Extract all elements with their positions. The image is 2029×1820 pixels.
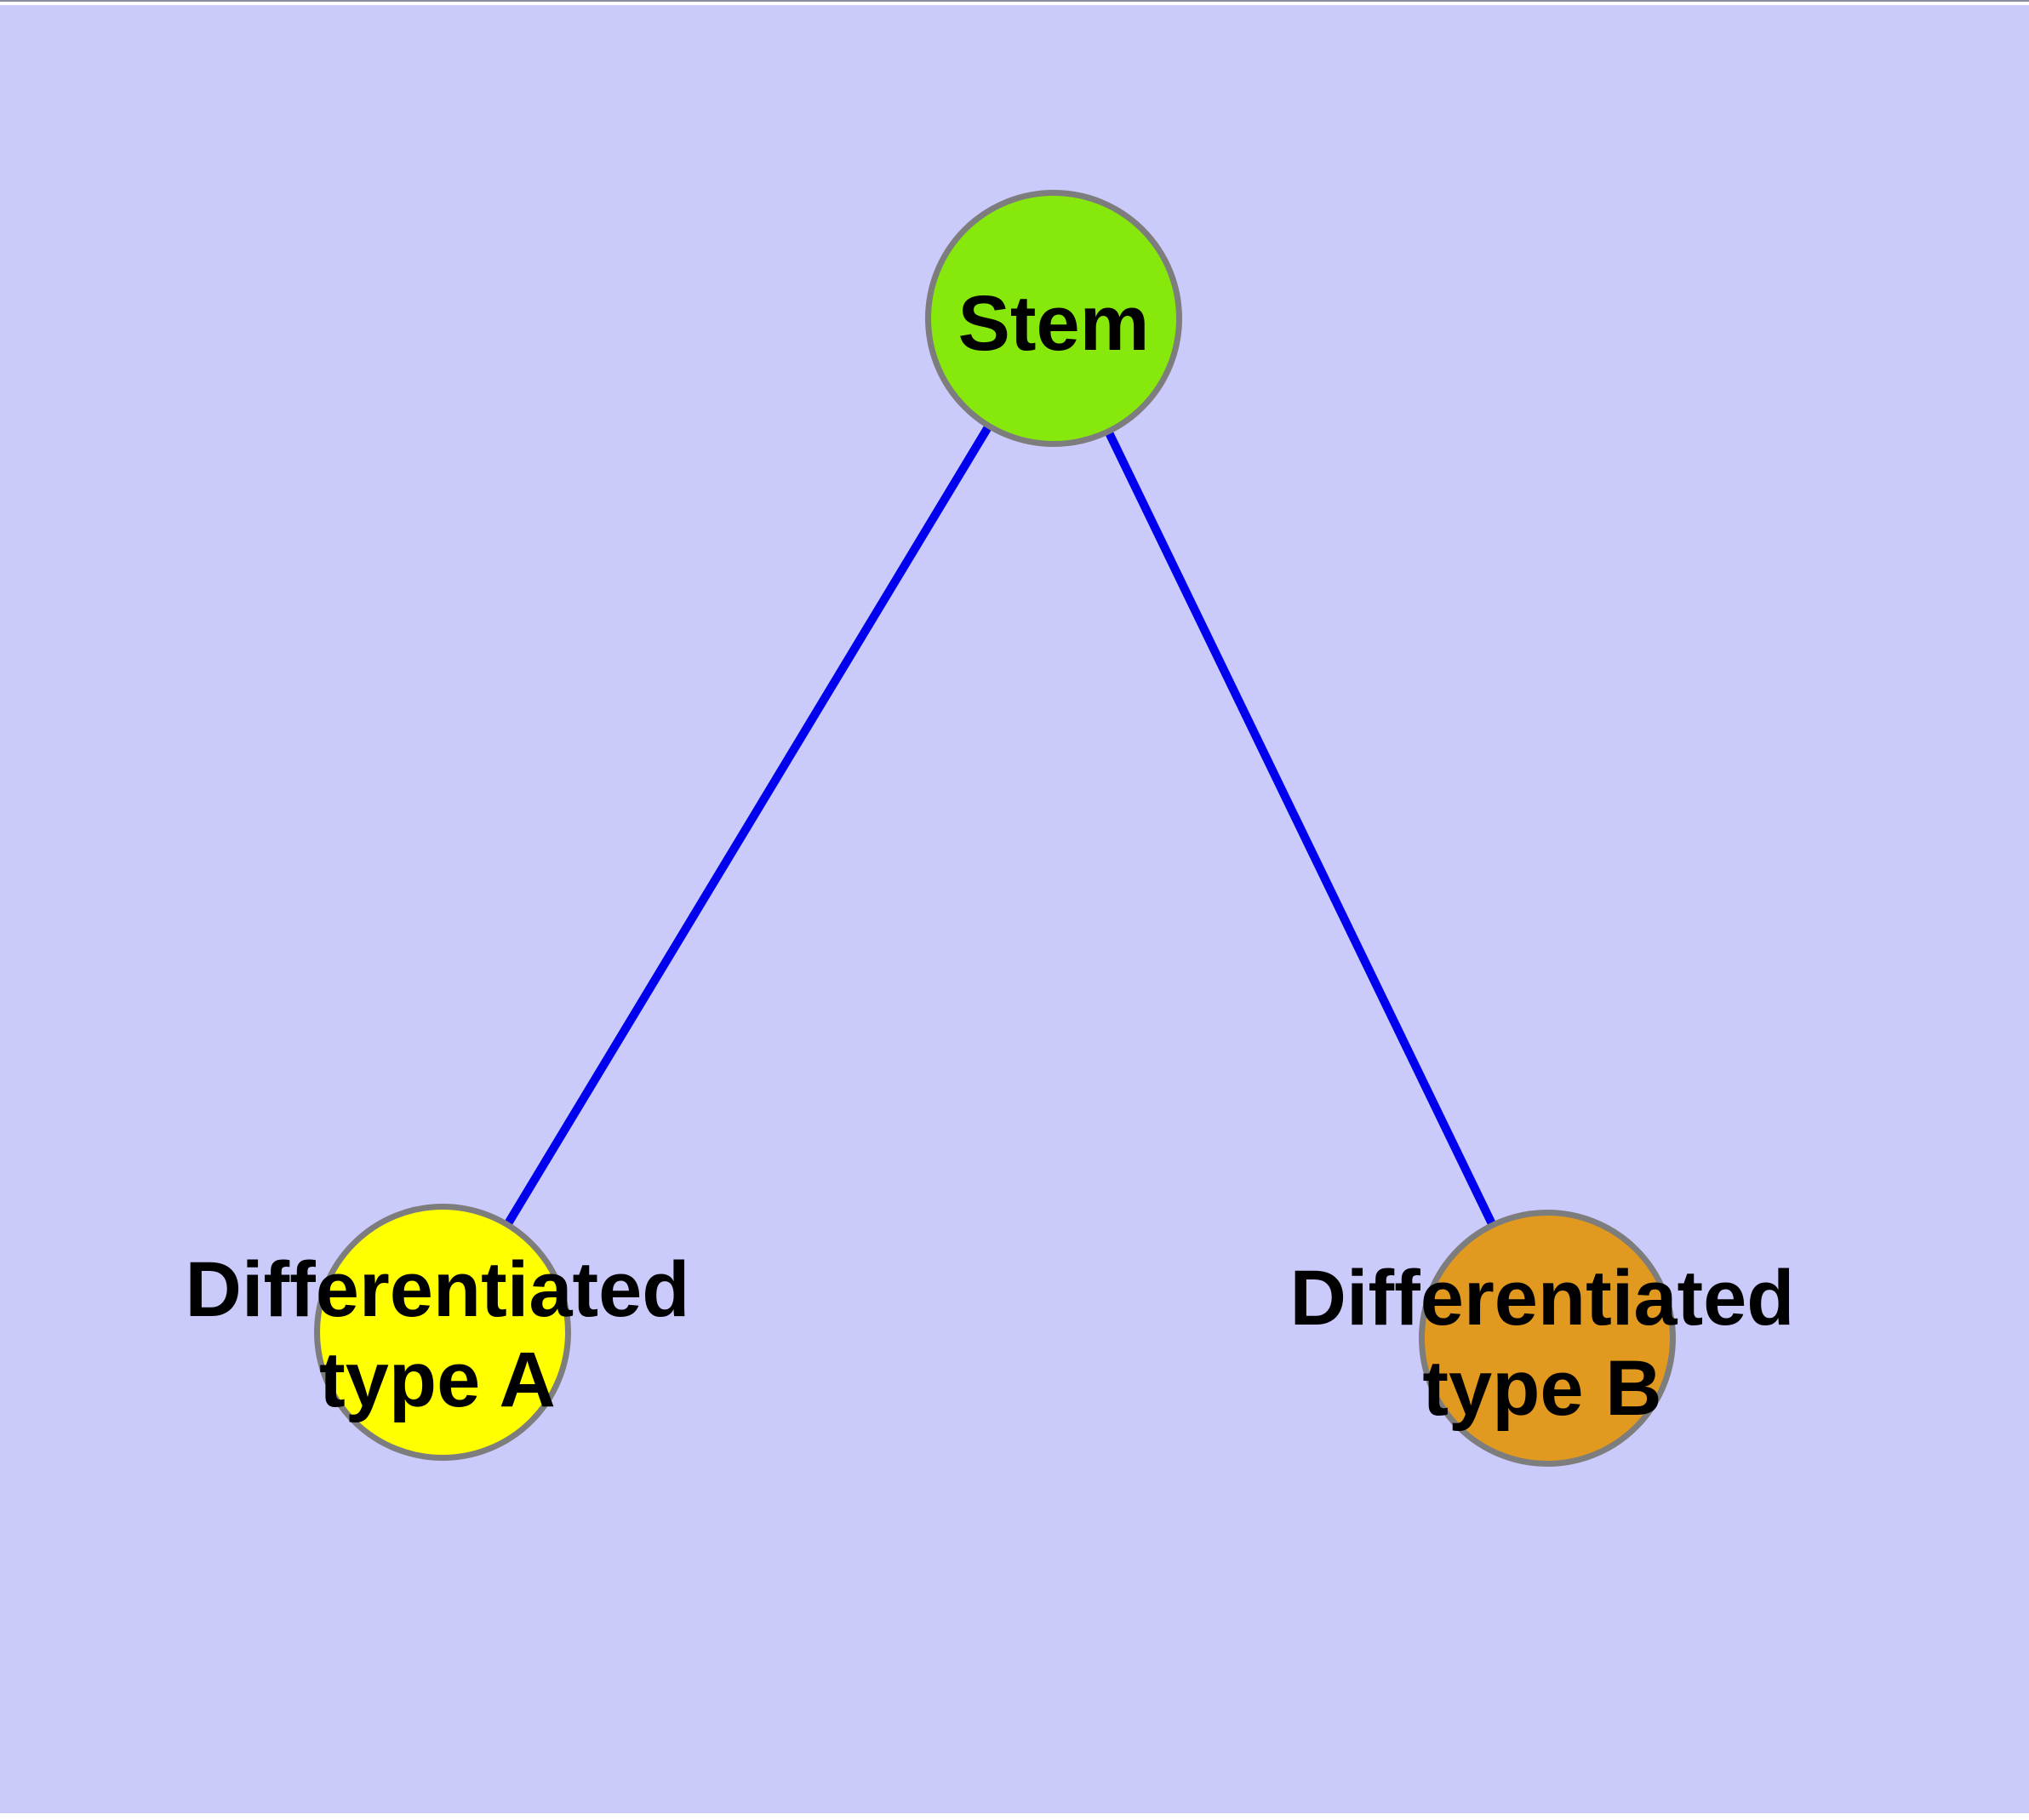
edge-stem-to-type-b bbox=[1049, 316, 1552, 1341]
window-top-edge bbox=[0, 0, 2029, 2]
node-label-type-a-line1: Differentiated bbox=[185, 1246, 690, 1333]
node-stem bbox=[925, 190, 1182, 447]
node-differentiated-type-a bbox=[314, 1204, 571, 1461]
edge-stem-to-type-a bbox=[438, 316, 1058, 1335]
node-label-type-b-line2: type B bbox=[1422, 1345, 1662, 1432]
node-differentiated-type-b bbox=[1419, 1210, 1676, 1467]
node-label-type-b-line1: Differentiated bbox=[1289, 1255, 1795, 1342]
edges-layer bbox=[438, 316, 1552, 1341]
diagram-canvas: Stem Differentiated type A Differentiate… bbox=[0, 5, 2029, 1813]
node-label-type-a: Differentiated type A bbox=[186, 1245, 690, 1425]
node-label-type-b: Differentiated type B bbox=[1290, 1253, 1795, 1434]
node-label-type-a-line2: type A bbox=[319, 1336, 556, 1423]
node-label-stem: Stem bbox=[957, 280, 1150, 367]
